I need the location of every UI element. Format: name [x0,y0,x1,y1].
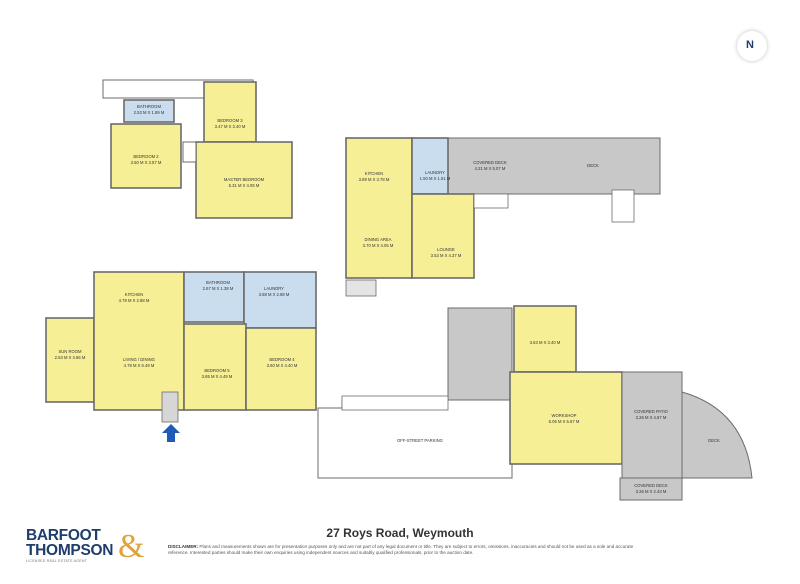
kitchen-dining-room [345,137,413,279]
laundry-name: LAUNDRY [264,286,284,291]
kitchen-top-name: KITCHEN [365,171,383,176]
laundry-top-name: LAUNDRY [425,170,445,175]
bedroom4-name: BEDROOM 4 [269,357,295,362]
bedroom3-size: 3.47 M X 3.40 M [215,124,246,129]
compass-label: N [746,39,754,51]
covered-deck-bottom-area [619,477,683,501]
deck-top-name: DECK [587,163,599,168]
sun-room [45,317,95,403]
workshop-name: WORKSHOP [552,413,577,418]
mid-floor [345,137,661,297]
offstreet-parking-name: OFF-STREET PARKING [397,438,443,443]
bathroom-upper-size: 2.53 M X 1.89 M [134,110,165,115]
bedroom2-name: BEDROOM 2 [133,154,159,159]
brand-logo: BARFOOT THOMPSON & LICENSED REAL ESTATE … [26,528,156,568]
living-name: LIVING / DINING [123,357,155,362]
upper-floor [102,79,293,219]
disclaimer: DISCLAIMER: Plans and measurements shown… [168,544,646,556]
bedroom3-name: BEDROOM 3 [217,118,243,123]
bathroom-upper-name: BATHROOM [137,104,161,109]
brand-line2: THOMPSON [26,542,114,559]
bedroom2-size: 3.50 M X 3.57 M [131,160,162,165]
kitchen-top-size: 3.89 M X 3.78 M [359,177,390,182]
master-bedroom-name: MASTER BEDROOM [224,177,265,182]
workshop-size: 5.05 M X 5.67 M [549,419,580,424]
covered-deck-bottom-name: COVERED DECK [634,483,668,488]
disclaimer-text: Plans and measurements shown are for pre… [168,544,634,555]
deck-bottom-name: DECK [708,438,720,443]
kitchen-name: KITCHEN [125,292,143,297]
living-kitchen-room [93,271,185,411]
lounge-name: LOUNGE [437,247,455,252]
bedroom2-room [110,123,182,189]
dining-area-name: DINING AREA [365,237,392,242]
entry-arrow-icon [162,424,180,442]
sun-room-name: SUN ROOM [58,349,82,354]
ground-floor [45,271,317,423]
north-compass-icon: N [737,31,767,61]
unnamed-room-size: 3.63 M X 3.40 M [530,340,561,345]
kitchen-size: 4.78 M X 2.88 M [119,298,150,303]
lounge-room [411,193,475,279]
covered-patio-size: 3.26 M X 4.67 M [636,415,667,420]
laundry-top-size: 1.50 M X 1.51 M [420,176,451,181]
master-bedroom-size: 5.31 M X 4.05 M [229,183,260,188]
laundry-top-room [411,137,449,195]
bathroom-room [183,271,245,323]
brand-line1: BARFOOT [26,527,101,544]
lounge-size: 3.53 M X 4.37 M [431,253,462,258]
sun-room-size: 2.53 M X 3.66 M [55,355,86,360]
dining-area-size: 3.70 M X 4.05 M [363,243,394,248]
deck-top-area [447,137,661,195]
bathroom-name: BATHROOM [206,280,230,285]
covered-patio-area [621,371,683,479]
bedroom5-name: BEDROOM 5 [204,368,230,373]
bedroom5-room [183,323,247,411]
bedroom5-size: 3.65 M X 4.49 M [202,374,233,379]
bedroom4-room [245,327,317,411]
bedroom3-room [203,81,257,143]
living-size: 4.78 M X 6.49 M [124,363,155,368]
brand-ampersand: & [118,528,145,565]
brand-tagline: LICENSED REAL ESTATE AGENT [26,559,88,563]
unnamed-room [513,305,577,373]
bathroom-upper-room [123,99,175,123]
covered-patio-name: COVERED PATIO [634,409,669,414]
disclaimer-label: DISCLAIMER: [168,544,199,549]
covered-deck-top-name: COVERED DECK [473,160,507,165]
covered-deck-top-size: 4.21 M X 5.07 M [475,166,506,171]
laundry-size: 3.88 M X 2.88 M [259,292,290,297]
laundry-room [243,271,317,329]
property-address: 27 Roys Road, Weymouth [326,526,474,540]
master-bedroom-room [195,141,293,219]
bathroom-size: 2.67 M X 1.38 M [203,286,234,291]
workshop-room [509,371,623,465]
covered-deck-bottom-size: 3.26 M X 2.43 M [636,489,667,494]
deck-bottom-area [681,391,753,479]
entry-steps [161,391,179,423]
bedroom4-size: 3.60 M X 4.40 M [267,363,298,368]
outbuildings [317,305,753,501]
deck-stairs [611,189,635,223]
